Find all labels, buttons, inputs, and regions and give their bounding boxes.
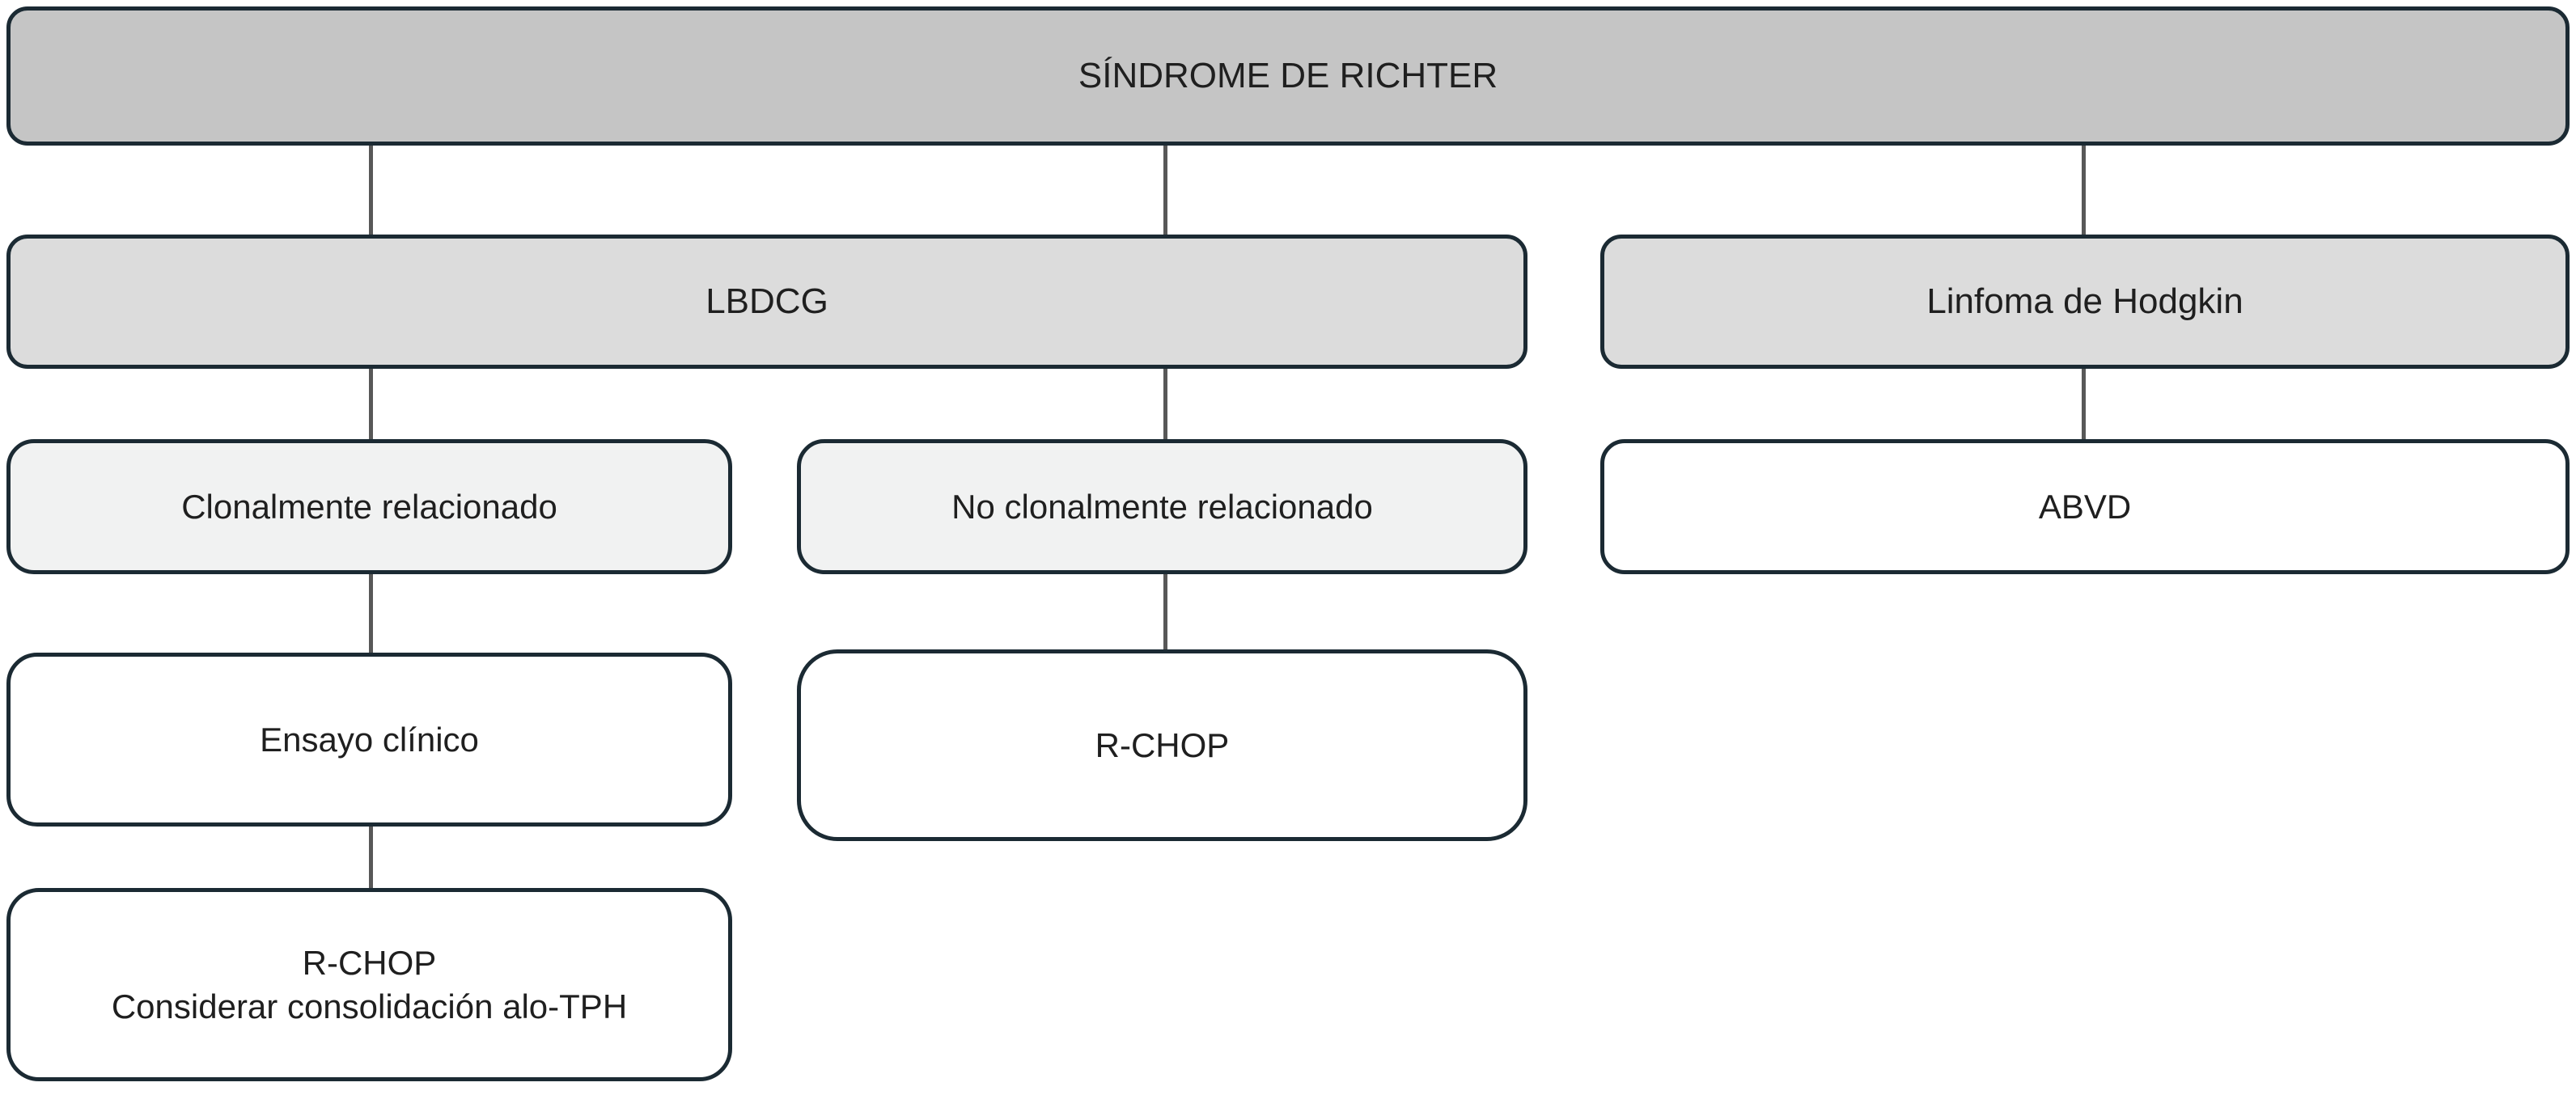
connector-lbdcg-to-clonal [369, 369, 373, 441]
connector-lbdcg-to-noclonal [1163, 369, 1167, 441]
node-label: No clonalmente relacionado [951, 487, 1373, 526]
node-lbdcg[interactable]: LBDCG [6, 235, 1527, 369]
connector-root-to-noclonal [1163, 146, 1167, 236]
node-label: SÍNDROME DE RICHTER [1078, 55, 1498, 95]
node-ensayo-clinico[interactable]: Ensayo clínico [6, 653, 732, 827]
node-r-chop-considerar-consolidacion-alo-tph[interactable]: R-CHOP Considerar consolidación alo-TPH [6, 888, 732, 1081]
node-label: Clonalmente relacionado [181, 487, 557, 526]
node-label: Linfoma de Hodgkin [1926, 281, 2243, 321]
node-abvd[interactable]: ABVD [1600, 439, 2570, 574]
connector-root-to-lbdcg [369, 146, 373, 236]
node-r-chop[interactable]: R-CHOP [797, 649, 1527, 841]
node-label: LBDCG [705, 281, 828, 321]
connector-noclonal-to-rchop [1163, 574, 1167, 651]
node-clonalmente-relacionado[interactable]: Clonalmente relacionado [6, 439, 732, 574]
connector-root-to-hodgkin [2082, 146, 2086, 236]
connector-clonal-to-ensayo [369, 574, 373, 654]
node-label: Ensayo clínico [260, 720, 479, 759]
node-linfoma-de-hodgkin[interactable]: Linfoma de Hodgkin [1600, 235, 2570, 369]
connector-hodgkin-to-abvd [2082, 369, 2086, 441]
node-label: R-CHOP [1095, 725, 1230, 764]
connector-ensayo-to-rchop-consolidacion [369, 827, 373, 890]
node-no-clonalmente-relacionado[interactable]: No clonalmente relacionado [797, 439, 1527, 574]
node-label: ABVD [2038, 487, 2132, 526]
node-label: R-CHOP Considerar consolidación alo-TPH [111, 943, 628, 1025]
node-sindrome-de-richter[interactable]: SÍNDROME DE RICHTER [6, 6, 2570, 146]
